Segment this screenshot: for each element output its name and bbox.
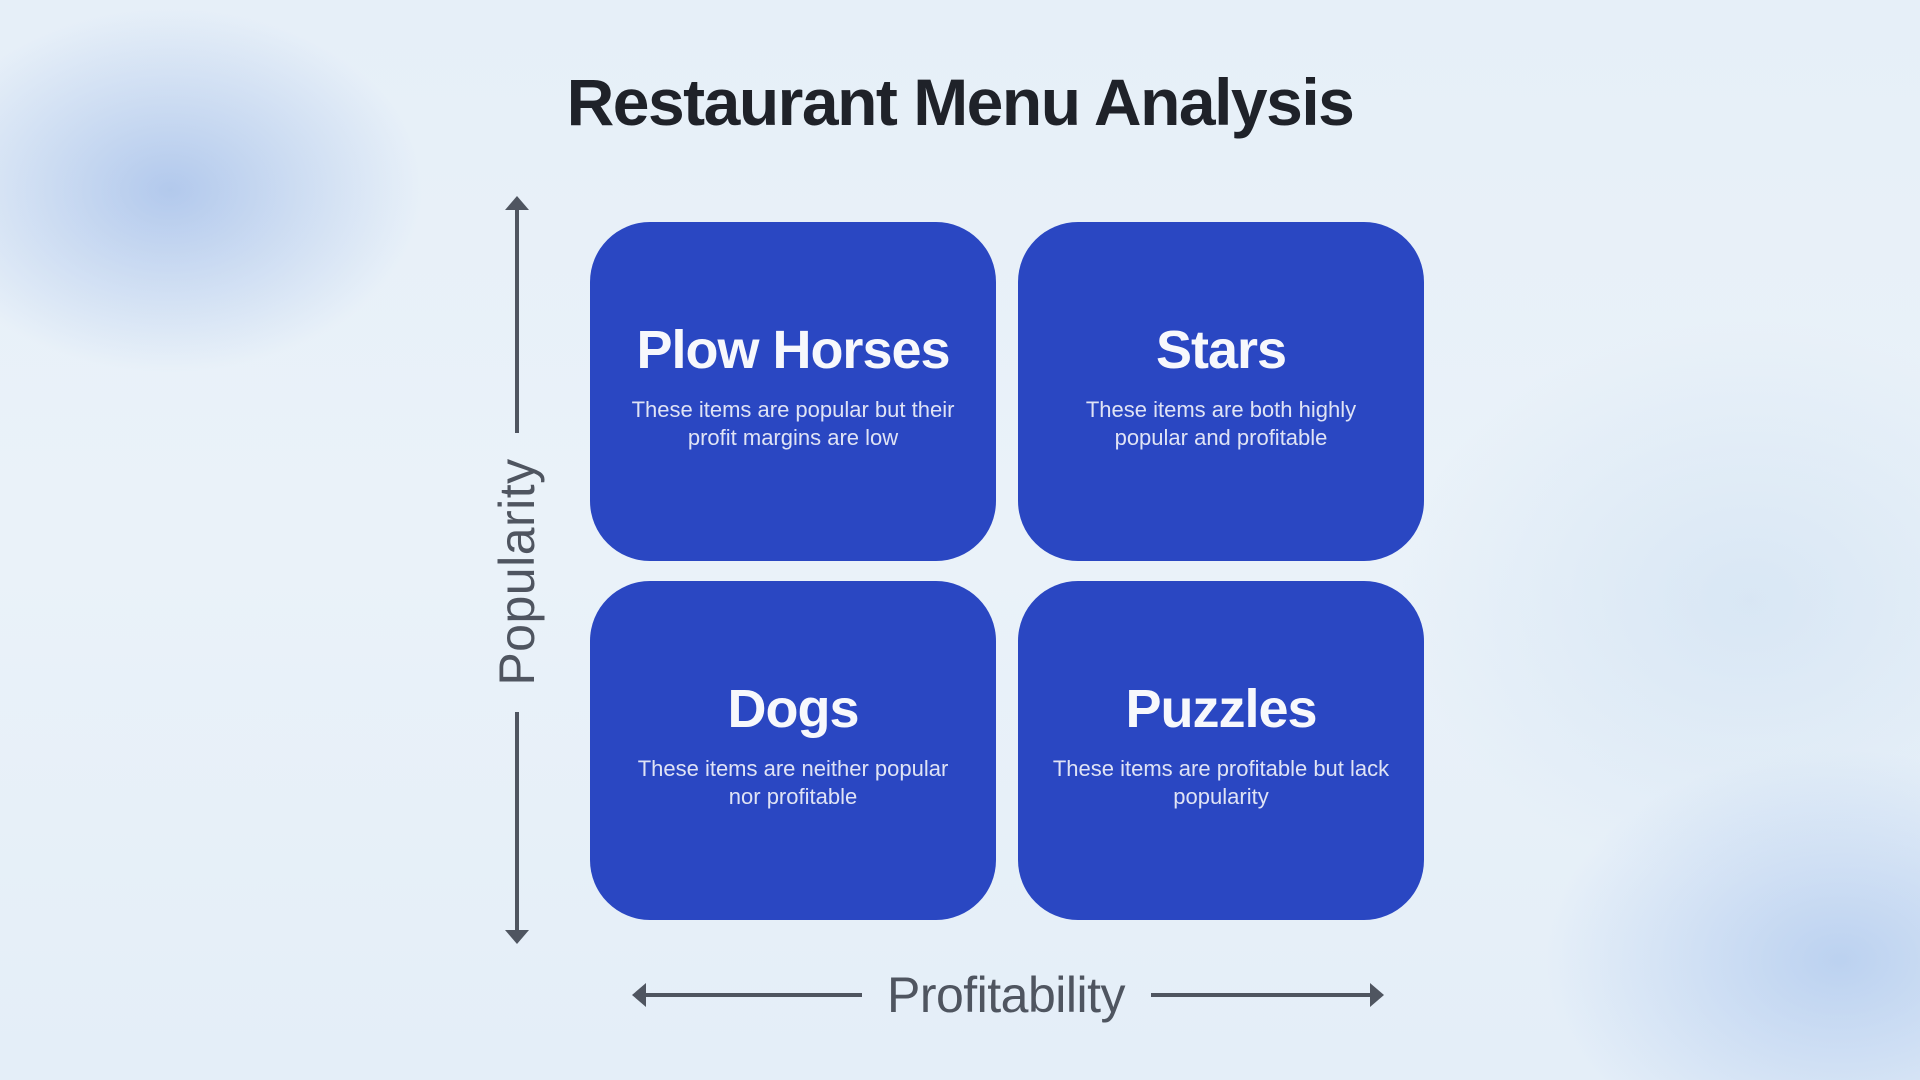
y-axis-label: Popularity [489,458,545,686]
arrow-up-icon [505,196,529,210]
quadrant-description: These items are popular but their profit… [631,397,955,450]
quadrant-puzzles: Puzzles These items are profitable but l… [1018,581,1424,920]
quadrant-heading: Puzzles [1125,679,1317,739]
quadrant-description: These items are profitable but lack popu… [1052,756,1390,809]
quadrant-heading: Stars [1155,320,1287,380]
quadrant-plow-horses: Plow Horses These items are popular but … [590,222,996,561]
arrow-down-icon [505,930,529,944]
arrow-left-icon [632,983,646,1007]
x-axis-label: Profitability [886,967,1126,1023]
y-axis-line-bottom [515,712,519,934]
arrow-right-icon [1370,983,1384,1007]
quadrant-heading: Plow Horses [636,320,950,380]
quadrant-heading: Dogs [727,679,860,739]
x-axis-line-right [1151,993,1375,997]
quadrant-stars: Stars These items are both highly popula… [1018,222,1424,561]
quadrant-description: These items are both highly popular and … [1085,397,1357,450]
page-title: Restaurant Menu Analysis [566,65,1355,139]
y-axis-line-top [515,205,519,433]
x-axis-line-left [640,993,862,997]
quadrant-description: These items are neither popular nor prof… [637,756,949,809]
quadrant-dogs: Dogs These items are neither popular nor… [590,581,996,920]
